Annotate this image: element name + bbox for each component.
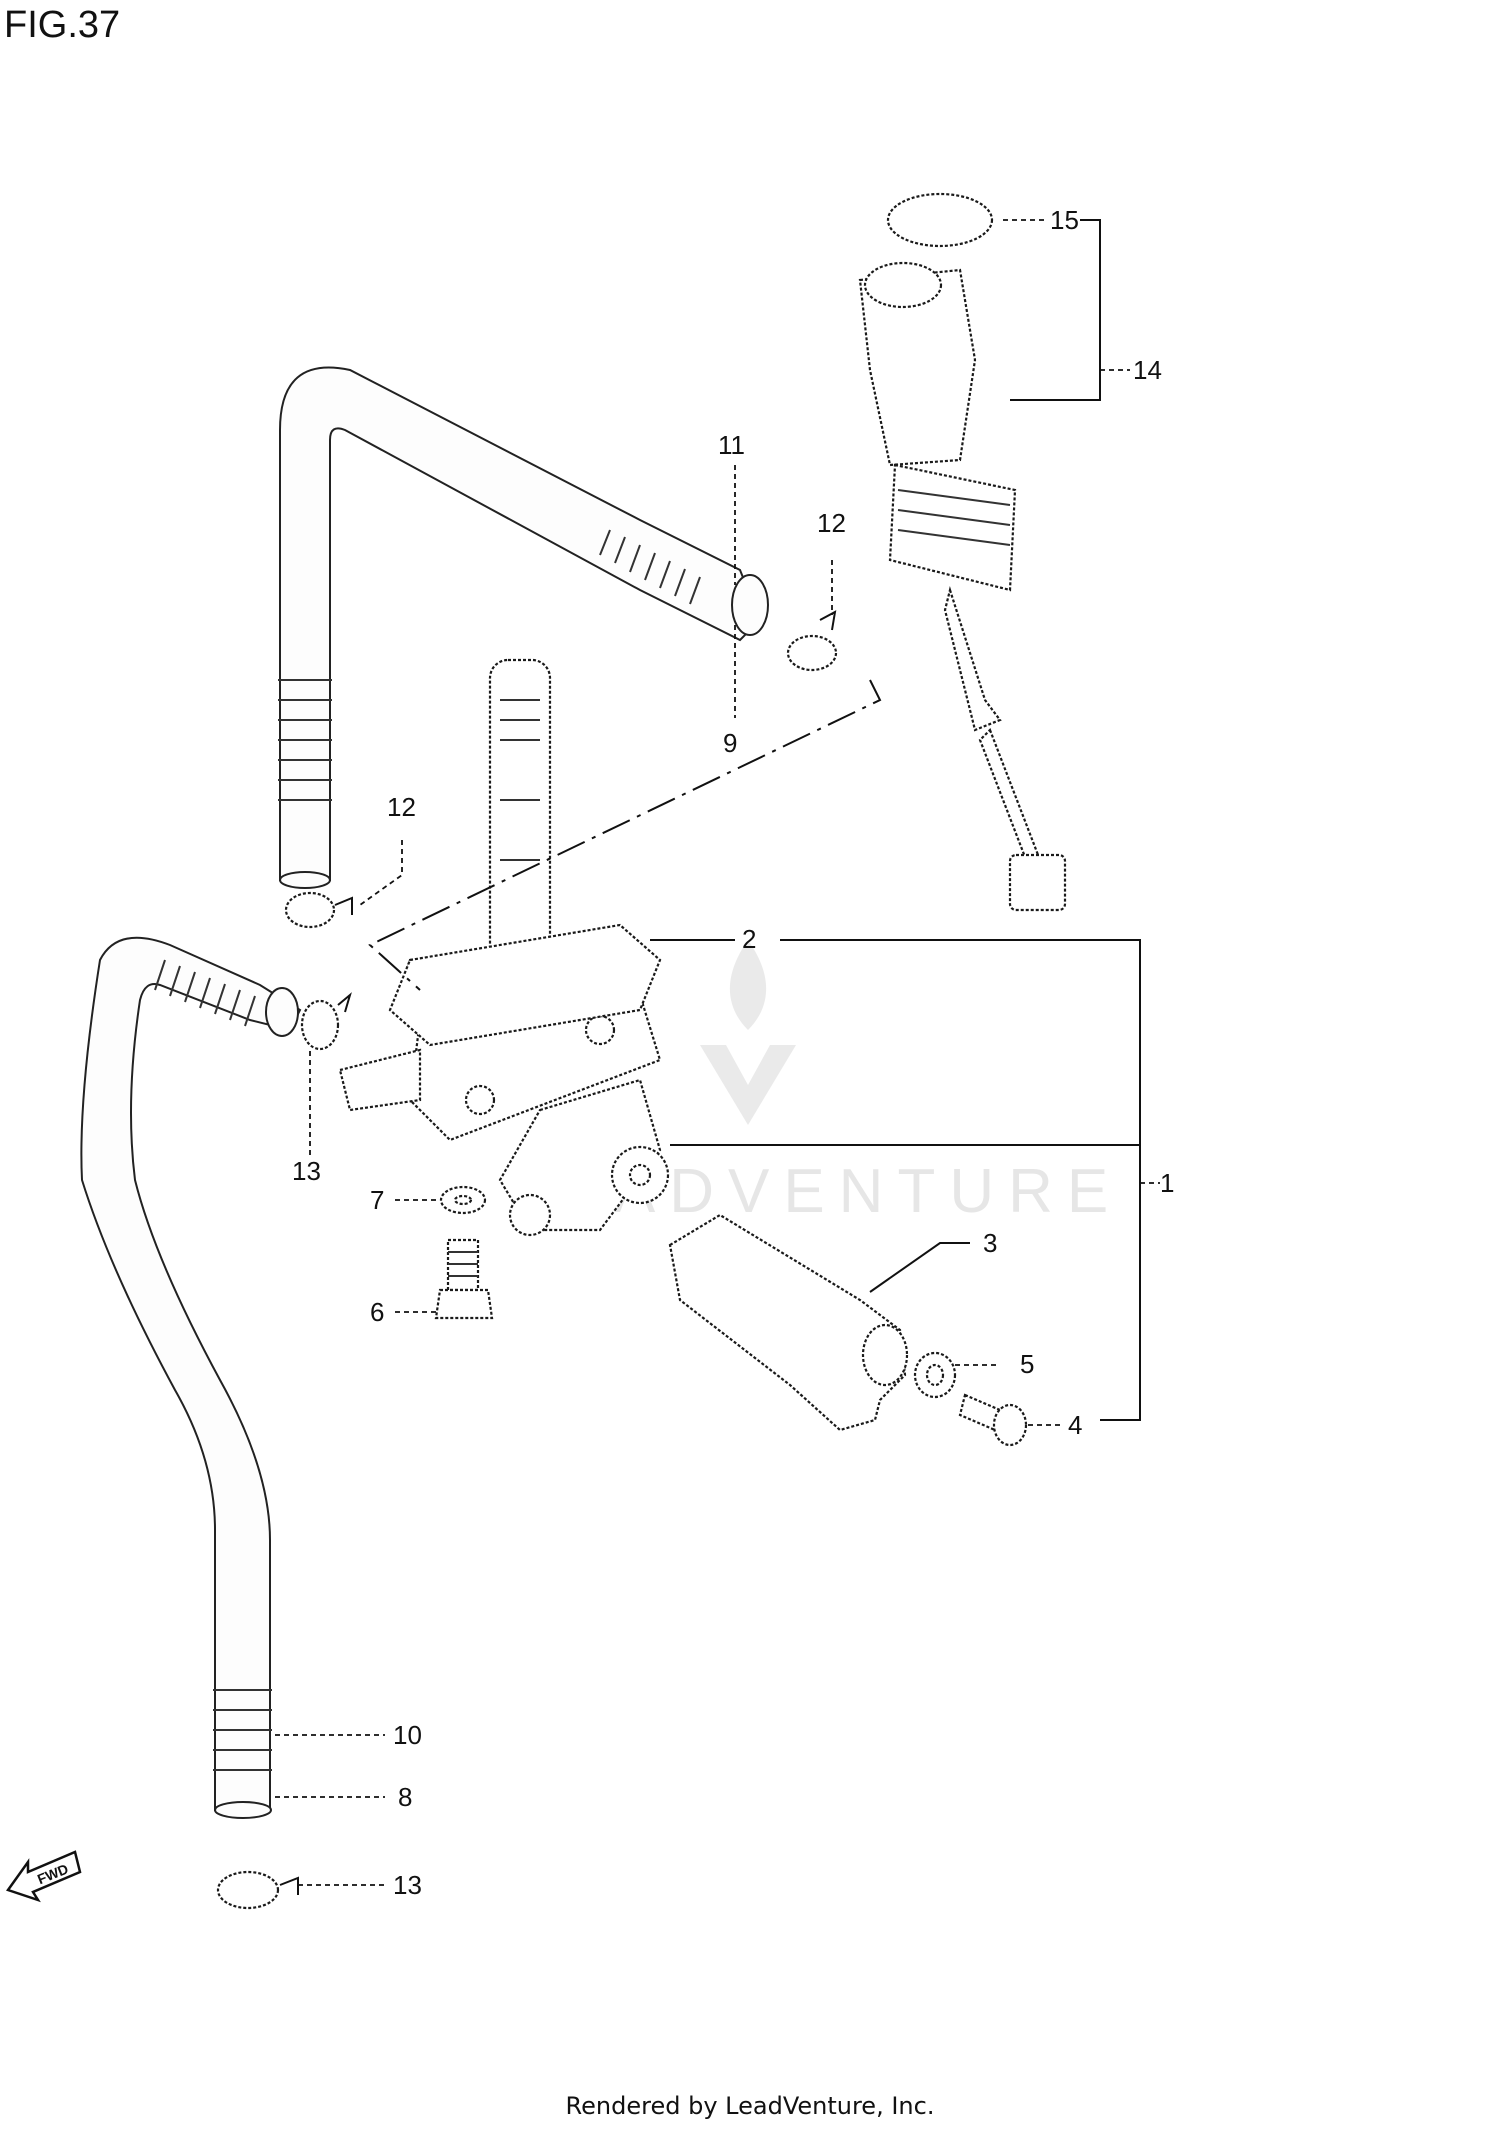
callout-7: 7 [370, 1185, 384, 1215]
lower-hose [80, 936, 302, 1819]
fwd-arrow-icon: FWD [5, 1850, 82, 1903]
callout-14: 14 [1133, 355, 1162, 385]
callout-5: 5 [1020, 1349, 1034, 1379]
callout-4: 4 [1068, 1410, 1082, 1440]
callout-13-lower: 13 [393, 1870, 422, 1900]
leader-lines [275, 219, 1160, 1886]
hose-clips [216, 610, 838, 1910]
callouts: 15 14 11 12 9 12 2 1 13 7 3 6 5 4 10 8 1… [292, 205, 1174, 1900]
assembly-line [368, 679, 882, 991]
o-ring [886, 192, 994, 248]
callout-8: 8 [398, 1782, 412, 1812]
callout-9: 9 [723, 728, 737, 758]
fuel-sensor [858, 261, 1067, 912]
footer-credit: Rendered by LeadVenture, Inc. [565, 2092, 935, 2120]
callout-11: 11 [718, 430, 745, 460]
callout-13-upper: 13 [292, 1156, 321, 1186]
callout-3: 3 [983, 1228, 997, 1258]
callout-15: 15 [1050, 205, 1079, 235]
callout-2: 2 [742, 924, 756, 954]
callout-1: 1 [1160, 1168, 1174, 1198]
valve-lever [668, 1213, 909, 1432]
callout-12-upper: 12 [817, 508, 846, 538]
upper-hose [278, 366, 769, 889]
hardware [434, 1185, 1028, 1447]
callout-12-left: 12 [387, 792, 416, 822]
callout-6: 6 [370, 1297, 384, 1327]
callout-10: 10 [393, 1720, 422, 1750]
figure-title: FIG.37 [4, 4, 121, 46]
gasket [388, 923, 662, 1047]
